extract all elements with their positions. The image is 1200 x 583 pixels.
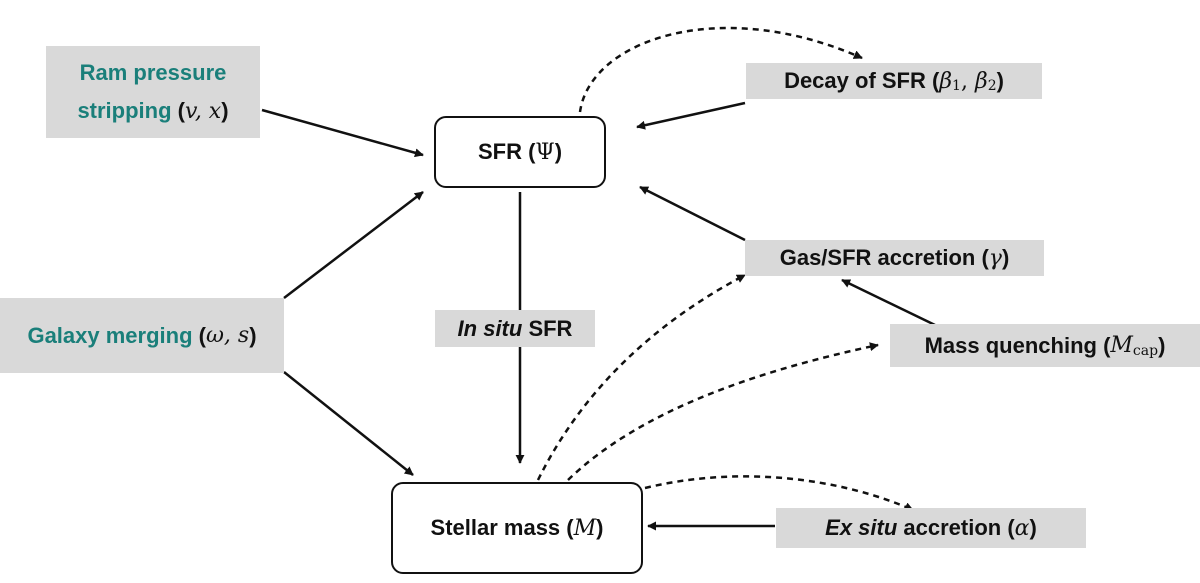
edge-mass-quenching-to-gas-accretion — [841, 278, 936, 327]
ram-pressure-open: ( — [171, 97, 185, 123]
decay-sfr-sep: , — [960, 68, 975, 94]
galaxy-merging-close: ) — [249, 322, 257, 348]
decay-sfr-close: ) — [996, 68, 1004, 93]
edge-ram-pressure-to-sfr — [261, 108, 424, 158]
edge-stellar-mass-to-ex-situ-dashed — [644, 475, 914, 512]
in-situ-rest: SFR — [522, 315, 573, 341]
decay-sfr-beta2: β — [974, 68, 988, 94]
ram-pressure-close: ) — [221, 97, 229, 123]
ram-pressure-node: Ram pressure stripping (v, x) — [46, 46, 260, 138]
sfr-symbol: Ψ — [535, 139, 555, 165]
ram-pressure-params: v, x — [185, 98, 222, 124]
edge-stellar-mass-to-gas-accretion-dashed — [536, 273, 746, 481]
mass-quenching-label: Mass quenching ( — [924, 332, 1111, 358]
ram-pressure-title-1: Ram pressure — [79, 59, 227, 85]
gas-accretion-symbol: γ — [988, 245, 1002, 271]
edge-merging-to-stellar-mass — [283, 371, 414, 476]
ram-pressure-title-2: stripping — [77, 97, 172, 123]
ex-situ-rest: accretion ( — [897, 515, 1015, 540]
gas-accretion-node: Gas/SFR accretion (γ) — [745, 240, 1044, 276]
sfr-close: ) — [554, 139, 563, 164]
ex-situ-italic: Ex situ — [825, 515, 898, 540]
decay-sfr-label: Decay of SFR ( — [784, 68, 940, 93]
decay-sfr-beta1: β — [939, 68, 953, 94]
decay-sfr-beta2-sub: 2 — [987, 78, 997, 94]
gas-accretion-close: ) — [1001, 245, 1010, 270]
stellar-mass-label: Stellar mass ( — [430, 515, 574, 540]
mass-quenching-close: ) — [1158, 332, 1166, 358]
ex-situ-node: Ex situ accretion (α) — [776, 508, 1086, 548]
sfr-node: SFR (Ψ) — [434, 116, 606, 188]
mass-quenching-sub: cap — [1132, 342, 1159, 359]
in-situ-node: In situ SFR — [435, 310, 595, 347]
sfr-label: SFR ( — [477, 139, 536, 164]
stellar-mass-node: Stellar mass (M) — [391, 482, 643, 574]
stellar-mass-close: ) — [596, 515, 604, 540]
in-situ-italic: In situ — [457, 315, 523, 341]
galaxy-merging-title: Galaxy merging — [27, 322, 193, 348]
mass-quenching-symbol: M — [1110, 333, 1133, 358]
stellar-mass-symbol: M — [573, 515, 597, 541]
galaxy-merging-open: ( — [192, 322, 206, 348]
ex-situ-close: ) — [1029, 515, 1037, 540]
galaxy-merging-node: Galaxy merging (ω, s) — [0, 298, 284, 373]
ex-situ-symbol: α — [1014, 515, 1030, 541]
edge-gas-accretion-to-sfr — [639, 185, 746, 242]
edge-merging-to-sfr — [283, 191, 424, 299]
decay-sfr-beta1-sub: 1 — [952, 78, 961, 94]
edge-stellar-mass-to-mass-quenching-dashed — [567, 342, 879, 481]
galaxy-merging-params: ω, s — [205, 323, 250, 348]
gas-accretion-label: Gas/SFR accretion ( — [779, 245, 989, 270]
ram-pressure-line1: Ram pressure — [80, 54, 227, 92]
ram-pressure-line2: stripping (v, x) — [77, 92, 228, 131]
edge-decay-to-sfr — [636, 101, 746, 130]
